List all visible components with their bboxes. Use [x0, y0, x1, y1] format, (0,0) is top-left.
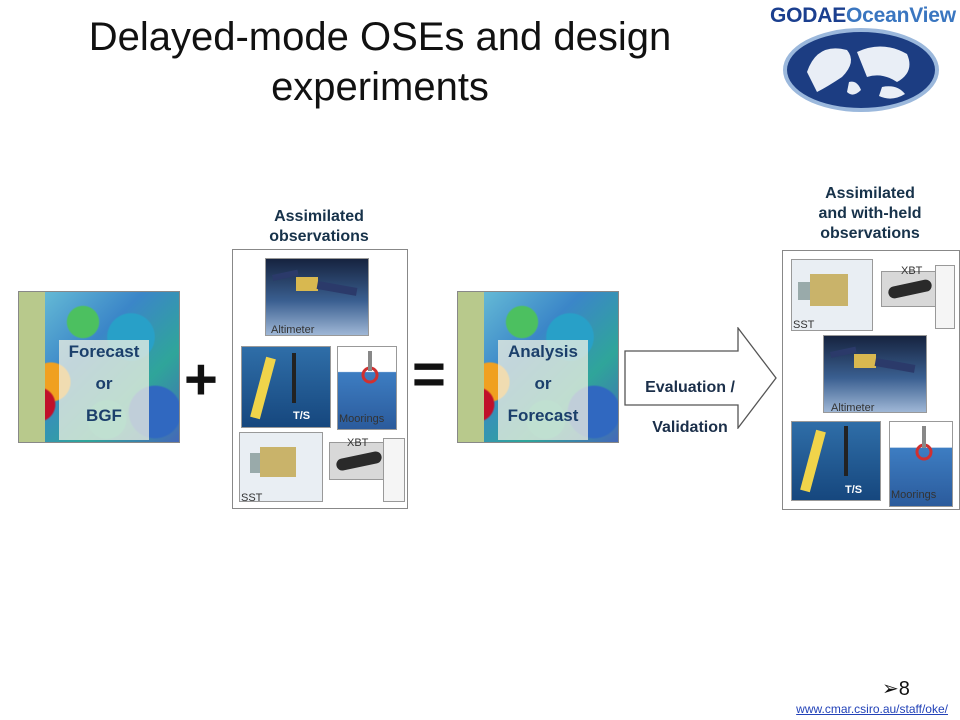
xbt-diagram	[383, 438, 405, 502]
ts-label: T/S	[293, 410, 311, 422]
arrow-bullet-icon: ➢	[882, 678, 899, 700]
land-mass	[19, 292, 45, 442]
moorings-photo	[889, 421, 953, 507]
equals-symbol: =	[412, 342, 446, 407]
page-number-value: 8	[898, 678, 910, 700]
withheld-panel: SST XBT Altimeter T/S Moorings	[782, 250, 960, 510]
evaluation-arrow	[624, 327, 777, 429]
footer-url-link[interactable]: www.cmar.csiro.au/staff/oke/	[796, 702, 948, 716]
sst-label: SST	[241, 492, 263, 504]
xbt-photo	[329, 442, 391, 480]
ts-label: T/S	[845, 484, 863, 496]
page-number: ➢8	[882, 676, 910, 701]
logo-part-godae: GODAE	[770, 4, 847, 27]
xbt-label: XBT	[901, 265, 923, 277]
ts-float-photo	[791, 421, 881, 501]
sst-satellite-photo	[239, 432, 323, 502]
plus-symbol: +	[184, 347, 218, 412]
moorings-label: Moorings	[891, 489, 937, 501]
sst-satellite-photo	[791, 259, 873, 331]
ts-float-photo	[241, 346, 331, 428]
logo-part-oceanview: OceanView	[846, 4, 956, 27]
slide-title: Delayed-mode OSEs and design experiments	[88, 15, 672, 109]
sst-label: SST	[793, 319, 815, 331]
land-mass	[458, 292, 484, 442]
or-label: or	[534, 374, 552, 393]
bgf-label: BGF	[86, 406, 122, 425]
altimeter-photo	[265, 258, 369, 336]
or-label: or	[95, 374, 113, 393]
xbt-diagram	[935, 265, 955, 329]
globe-logo-icon	[783, 28, 939, 112]
analysis-map: Analysis or Forecast	[457, 291, 619, 443]
assimilated-panel: Altimeter T/S Moorings SST XBT	[232, 249, 408, 509]
moorings-photo	[337, 346, 397, 430]
forecast-label-box: Forecast or BGF	[59, 340, 149, 440]
analysis-label-box: Analysis or Forecast	[498, 340, 588, 440]
withheld-heading: Assimilated and with-held observations	[818, 185, 922, 242]
altimeter-label: Altimeter	[271, 324, 315, 336]
evaluation-line2: Validation	[652, 419, 728, 436]
forecast-map: Forecast or BGF	[18, 291, 180, 443]
evaluation-line1: Evaluation /	[645, 379, 735, 396]
godae-logo: GODAEOceanView	[770, 4, 956, 28]
forecast-label: Forecast	[68, 342, 140, 361]
moorings-label: Moorings	[339, 413, 385, 425]
evaluation-label: Evaluation / Validation	[630, 358, 750, 458]
altimeter-label: Altimeter	[831, 402, 875, 414]
xbt-photo	[881, 271, 939, 307]
altimeter-photo	[823, 335, 927, 413]
xbt-label: XBT	[347, 437, 369, 449]
analysis-label: Analysis	[508, 342, 578, 361]
assimilated-heading: Assimilated observations	[269, 208, 369, 245]
forecast-label: Forecast	[507, 406, 579, 425]
